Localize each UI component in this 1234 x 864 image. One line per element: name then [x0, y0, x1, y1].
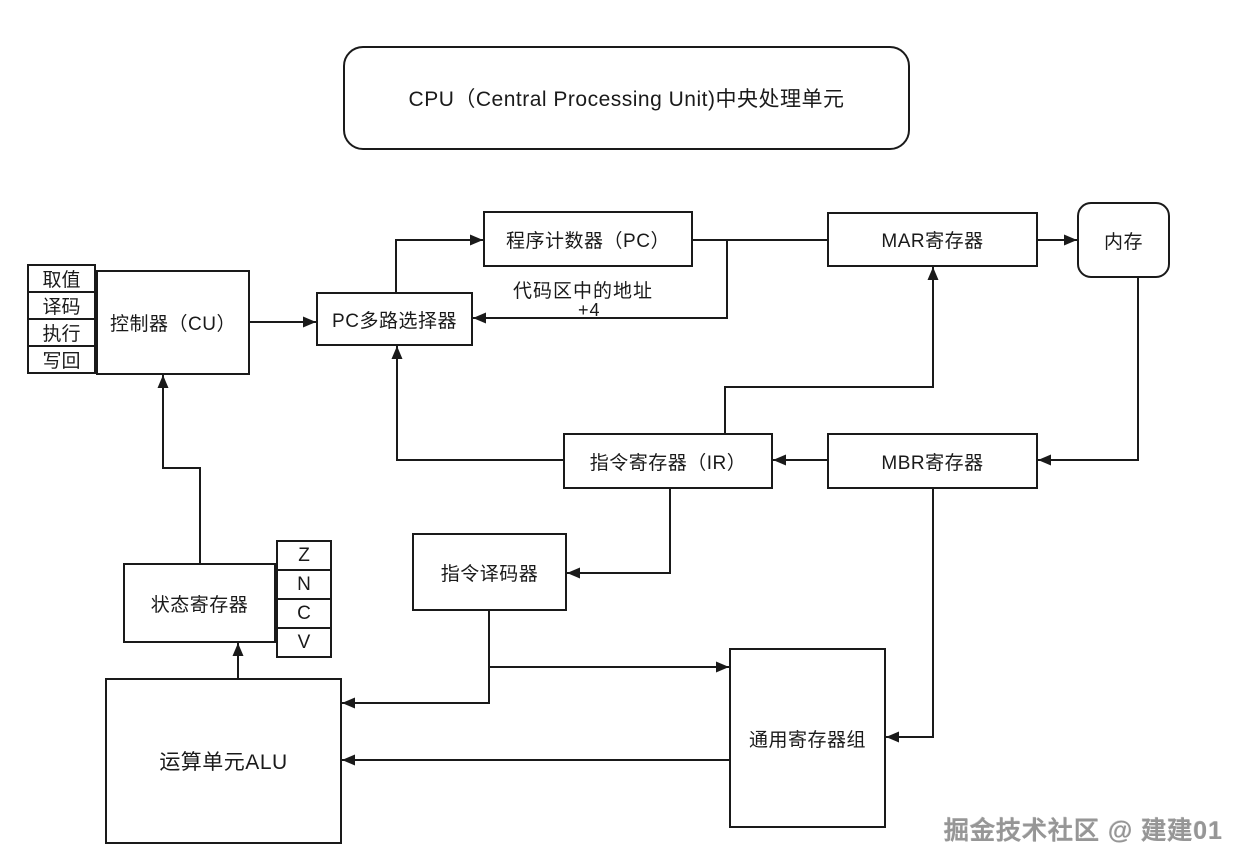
arrow-ir-to-pcmux — [391, 346, 563, 461]
stage-decode: 译码 — [27, 291, 96, 320]
instruction-register-label: 指令寄存器（IR） — [589, 452, 747, 474]
arrow-decoder-to-alu — [342, 667, 490, 709]
stage-execute: 执行 — [27, 318, 96, 347]
stage-execute-label: 执行 — [42, 324, 81, 345]
instruction-decoder-box: 指令译码器 — [412, 533, 567, 611]
pc-mux-label: PC多路选择器 — [332, 310, 457, 332]
diagram-title: CPU（Central Processing Unit)中央处理单元 — [408, 88, 845, 111]
flag-v: V — [276, 627, 332, 658]
register-file-label: 通用寄存器组 — [748, 729, 866, 751]
program-counter-box: 程序计数器（PC） — [483, 211, 693, 267]
alu-box: 运算单元ALU — [105, 678, 342, 844]
watermark: 掘金技术社区 @ 建建01 — [944, 811, 1223, 847]
stage-fetch: 取值 — [27, 264, 96, 293]
pipeline-stage-column: 取值 译码 执行 写回 — [27, 264, 96, 374]
arrow-ir-to-decoder — [567, 489, 671, 579]
instruction-decoder-label: 指令译码器 — [440, 563, 539, 585]
pc-increment-note: +4 — [578, 300, 601, 321]
flag-n-label: N — [297, 573, 311, 595]
arrow-pcmux-to-pc — [395, 234, 483, 292]
arrow-decoder-to-regfile — [488, 611, 729, 673]
program-counter-label: 程序计数器（PC） — [506, 230, 670, 252]
arrow-status-to-cu — [157, 375, 201, 563]
alu-label: 运算单元ALU — [159, 751, 288, 774]
stage-writeback-label: 写回 — [42, 351, 81, 372]
status-register-box: 状态寄存器 — [123, 563, 276, 643]
stage-writeback: 写回 — [27, 345, 96, 374]
stage-decode-label: 译码 — [42, 297, 81, 318]
pc-address-note: 代码区中的地址 — [513, 276, 653, 303]
status-register-label: 状态寄存器 — [150, 594, 249, 616]
arrow-plus4-to-pcmux — [473, 240, 728, 324]
flag-z-label: Z — [298, 544, 310, 566]
flags-column: Z N C V — [276, 540, 332, 658]
control-unit-box: 控制器（CU） — [96, 270, 250, 375]
mbr-register-box: MBR寄存器 — [827, 433, 1038, 489]
flag-c-label: C — [297, 602, 311, 624]
stage-fetch-label: 取值 — [42, 270, 81, 291]
flag-z: Z — [276, 540, 332, 571]
arrow-mbr-to-regfile — [886, 489, 934, 743]
mar-register-label: MAR寄存器 — [881, 231, 984, 252]
pc-increment-note-text: +4 — [578, 300, 601, 320]
register-file-box: 通用寄存器组 — [729, 648, 886, 828]
memory-label: 内存 — [1103, 231, 1143, 253]
pc-mux-box: PC多路选择器 — [316, 292, 473, 346]
diagram-title-box: CPU（Central Processing Unit)中央处理单元 — [343, 46, 910, 150]
memory-box: 内存 — [1077, 202, 1170, 278]
arrow-ir-to-mar — [724, 267, 939, 433]
instruction-register-box: 指令寄存器（IR） — [563, 433, 773, 489]
mbr-register-label: MBR寄存器 — [881, 452, 984, 474]
flag-v-label: V — [297, 631, 311, 653]
control-unit-label: 控制器（CU） — [110, 314, 236, 335]
mar-register-box: MAR寄存器 — [827, 212, 1038, 267]
flag-n: N — [276, 569, 332, 600]
watermark-text: 掘金技术社区 @ 建建01 — [944, 817, 1224, 845]
flag-c: C — [276, 598, 332, 629]
arrow-memory-to-mbr — [1038, 278, 1139, 466]
pc-address-note-text: 代码区中的地址 — [513, 281, 654, 302]
